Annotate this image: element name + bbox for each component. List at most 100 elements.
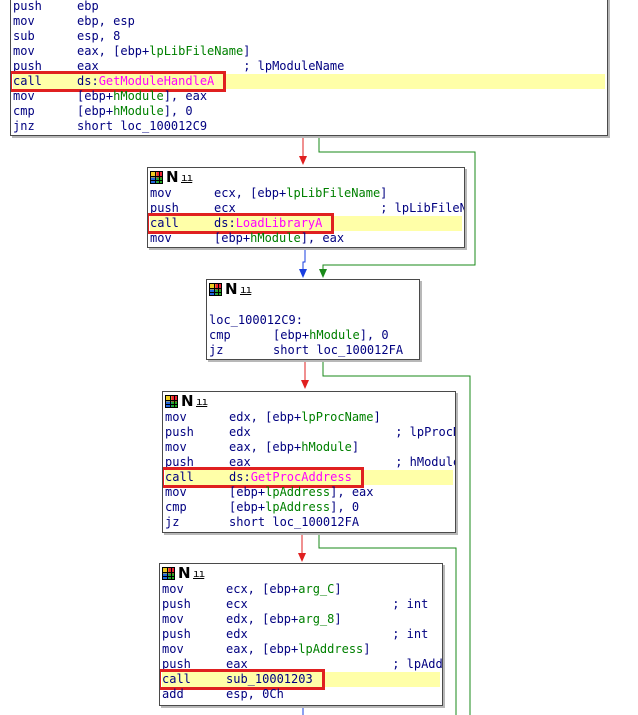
comment-gap	[248, 627, 393, 641]
mnemonic: mov	[13, 14, 35, 28]
operand: esp, 8	[77, 29, 121, 43]
mnemonic: jnz	[13, 119, 35, 133]
operand: short loc_100012FA	[273, 343, 404, 357]
comment: ; lpLibFileName	[380, 201, 464, 215]
operand-suffix: ], 0	[330, 500, 360, 514]
instruction-line[interactable]: mov[ebp+hModule], eax	[13, 89, 605, 104]
stack-variable: hModule	[250, 231, 301, 245]
instruction-line[interactable]: cmp[ebp+lpAddress], 0	[165, 500, 453, 515]
operand-suffix: ], 0	[163, 104, 193, 118]
lu-xrefs-icon[interactable]: ıı	[196, 394, 208, 408]
comment: ; lpModuleName	[243, 59, 345, 73]
operand-prefix: ecx, [ebp+	[226, 582, 299, 596]
operand-prefix: edx, [ebp+	[229, 410, 302, 424]
arrow-b1-b3	[319, 269, 327, 278]
comment-gap	[236, 201, 381, 215]
lu-xrefs-icon[interactable]: ıı	[193, 566, 205, 580]
graph-grid-icon[interactable]	[150, 170, 163, 184]
instruction-line[interactable]: cmp[ebp+hModule], 0	[209, 328, 417, 343]
stack-variable: arg_8	[298, 612, 335, 626]
graph-grid-icon[interactable]	[209, 282, 222, 296]
operand-prefix: [ebp+	[229, 485, 266, 499]
mnemonic: mov	[13, 44, 35, 58]
graph-grid-icon[interactable]	[162, 566, 175, 580]
stack-variable: lpLibFileName	[149, 44, 244, 58]
operand-prefix: [ebp+	[77, 104, 114, 118]
comment-gap	[99, 59, 244, 73]
operand-prefix: ds:	[214, 216, 236, 230]
n-names-icon[interactable]: N	[181, 391, 194, 410]
comment-gap	[251, 425, 396, 439]
operand: ebp, esp	[77, 14, 135, 28]
n-names-icon[interactable]: N	[178, 563, 191, 582]
instruction-line[interactable]: mov[ebp+lpAddress], eax	[165, 485, 453, 500]
stack-variable: hModule	[113, 104, 164, 118]
api-name: GetModuleHandleA	[98, 74, 215, 88]
mnemonic: push	[165, 425, 194, 439]
edge-b4-exit	[318, 533, 457, 715]
mnemonic: mov	[162, 582, 184, 596]
n-names-icon[interactable]: N	[166, 167, 179, 186]
instruction-line[interactable]: mov[ebp+hModule], eax	[150, 231, 462, 246]
mnemonic: push	[165, 455, 194, 469]
stack-variable: hModule	[113, 89, 164, 103]
operand-prefix: ds:	[77, 74, 99, 88]
mnemonic: push	[162, 597, 191, 611]
lu-xrefs-icon[interactable]: ıı	[181, 170, 193, 184]
operand: esp, 0Ch	[226, 687, 284, 701]
comment-gap	[248, 597, 393, 611]
n-names-icon[interactable]: N	[225, 279, 238, 298]
operand-suffix: ], eax	[163, 89, 208, 103]
mnemonic: mov	[165, 410, 187, 424]
instruction-line[interactable]	[209, 298, 417, 313]
instruction-line[interactable]: add esp, 0Ch	[162, 687, 440, 702]
mnemonic: cmp	[13, 104, 35, 118]
mnemonic: push	[13, 0, 42, 13]
instruction-line[interactable]: cmp [ebp+hModule], 0	[13, 104, 605, 119]
mnemonic: add	[162, 687, 184, 701]
instruction-line[interactable]: mov ebp, esp	[13, 14, 605, 29]
mnemonic: cmp	[209, 328, 231, 342]
graph-grid-icon[interactable]	[165, 394, 178, 408]
instruction-line[interactable]: loc_100012C9:	[209, 313, 417, 328]
mnemonic: mov	[165, 485, 187, 499]
operand: ecx	[226, 597, 248, 611]
mnemonic: push	[150, 201, 179, 215]
lu-xrefs-icon[interactable]: ıı	[240, 282, 252, 296]
